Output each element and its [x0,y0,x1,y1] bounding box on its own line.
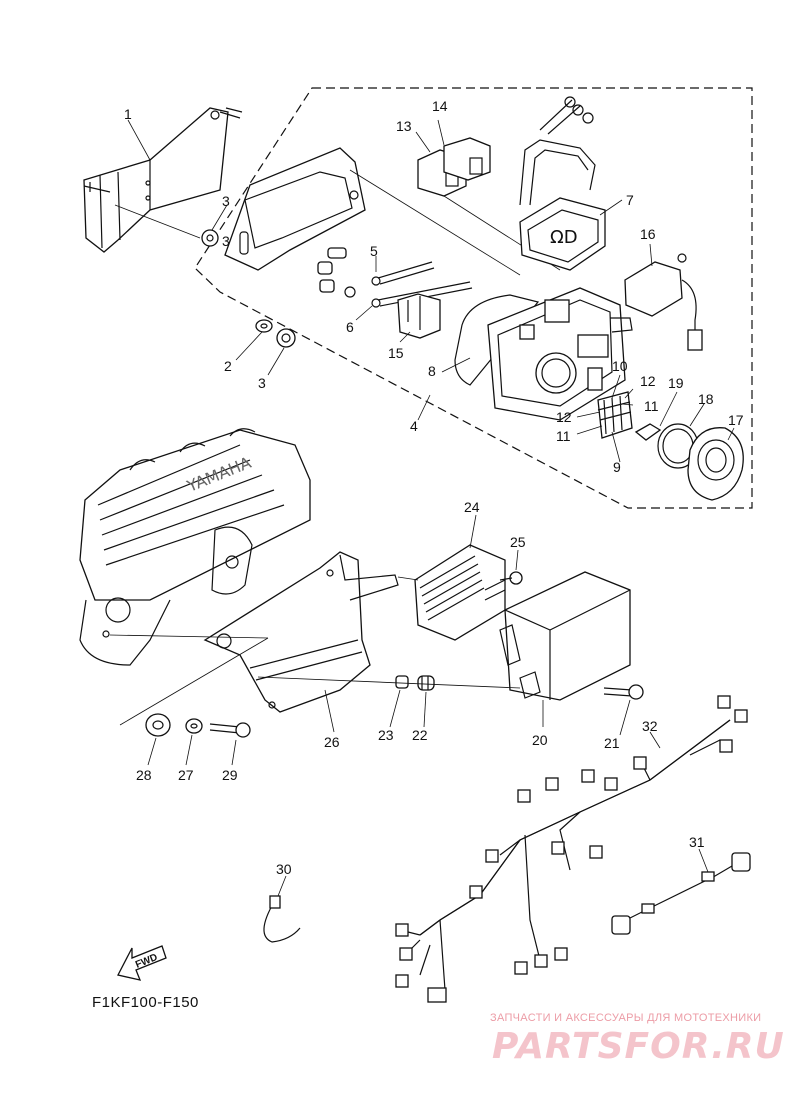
cover-part-7: ΩD [519,96,606,271]
callout-10: 10 [612,358,628,374]
assembly-boundary [194,87,753,509]
leader-lines [127,119,735,897]
callout-3-lower: 3 [258,375,266,391]
callout-30: 30 [276,861,292,877]
relay-part-14 [443,137,491,181]
callout-27: 27 [178,767,194,783]
cable-part-31 [611,852,751,935]
callout-3: 3 [222,233,230,249]
callout-16: 16 [640,226,656,242]
mounting-plate-part-26 [109,551,399,726]
bolt-part-5 [371,261,435,286]
callout-23: 23 [378,727,394,743]
callout-8: 8 [428,363,436,379]
callout-29: 29 [222,767,238,783]
clip-part-19 [634,423,662,441]
callout-9: 9 [613,459,621,475]
callout-25: 25 [510,534,526,550]
callout-19: 19 [668,375,684,391]
ecu-box-part-20 [499,571,631,701]
connector-part-16 [624,253,703,351]
terminal-block-parts-9-12 [597,391,633,439]
callout-15: 15 [388,345,404,361]
callout-11a: 11 [644,398,659,414]
cap-part-17 [687,427,744,501]
watermark-tagline: ЗАПЧАСТИ И АКСЕССУАРЫ ДЛЯ МОТОТЕХНИКИ [490,1012,762,1024]
washer-part-2 [255,319,273,333]
fuse-holder-part-15 [397,293,441,339]
callout-11b: 11 [556,428,571,444]
callout-labels: 1 3 3 2 3 4 5 6 7 8 9 10 11 11 12 12 13 … [124,98,744,877]
callout-1: 1 [124,106,132,122]
fwd-label: FWD [134,952,159,971]
callout-2: 2 [224,358,232,374]
small-fittings [317,247,356,298]
callout-13: 13 [396,118,412,134]
callout-24: 24 [464,499,480,515]
watermark-logo: PARTSFOR.RU [492,1026,785,1067]
callout-22: 22 [412,727,428,743]
collar-part-23 [395,675,409,689]
bolt-part-21 [603,684,644,700]
callout-28: 28 [136,767,152,783]
callout-21: 21 [604,735,620,751]
nut-part-3b [276,328,296,348]
cable-tie-part-30 [263,895,301,943]
bracket-part-1 [83,107,243,253]
grommet-part-22 [417,675,435,691]
connector-text: ΩD [550,227,578,248]
bolt-part-25 [499,571,523,585]
callout-5: 5 [370,243,378,259]
callout-7: 7 [626,192,634,208]
fwd-arrow-icon: FWD [117,945,167,981]
callout-17: 17 [728,412,744,428]
callout-20: 20 [532,732,548,748]
callout-32: 32 [642,718,658,734]
callout-14: 14 [432,98,448,114]
diagram-code: F1KF100-F150 [92,994,199,1011]
washer-part-27 [185,718,203,734]
cover-plate [224,147,521,276]
callout-12a: 12 [640,373,656,389]
callout-4: 4 [410,418,418,434]
engine-head: YAMAHA [79,428,311,666]
regulator-part-24 [397,544,506,641]
callout-31: 31 [689,834,705,850]
bolt-part-29 [209,722,251,738]
callout-18: 18 [698,391,714,407]
callout-3-top: 3 [222,193,230,209]
callout-12b: 12 [556,409,572,425]
nut-part-3 [201,229,219,247]
grommet-part-28 [145,713,171,737]
electrical-box [487,287,633,421]
wiring-harness-part-32 [395,695,748,1003]
callout-6: 6 [346,319,354,335]
callout-26: 26 [324,734,340,750]
